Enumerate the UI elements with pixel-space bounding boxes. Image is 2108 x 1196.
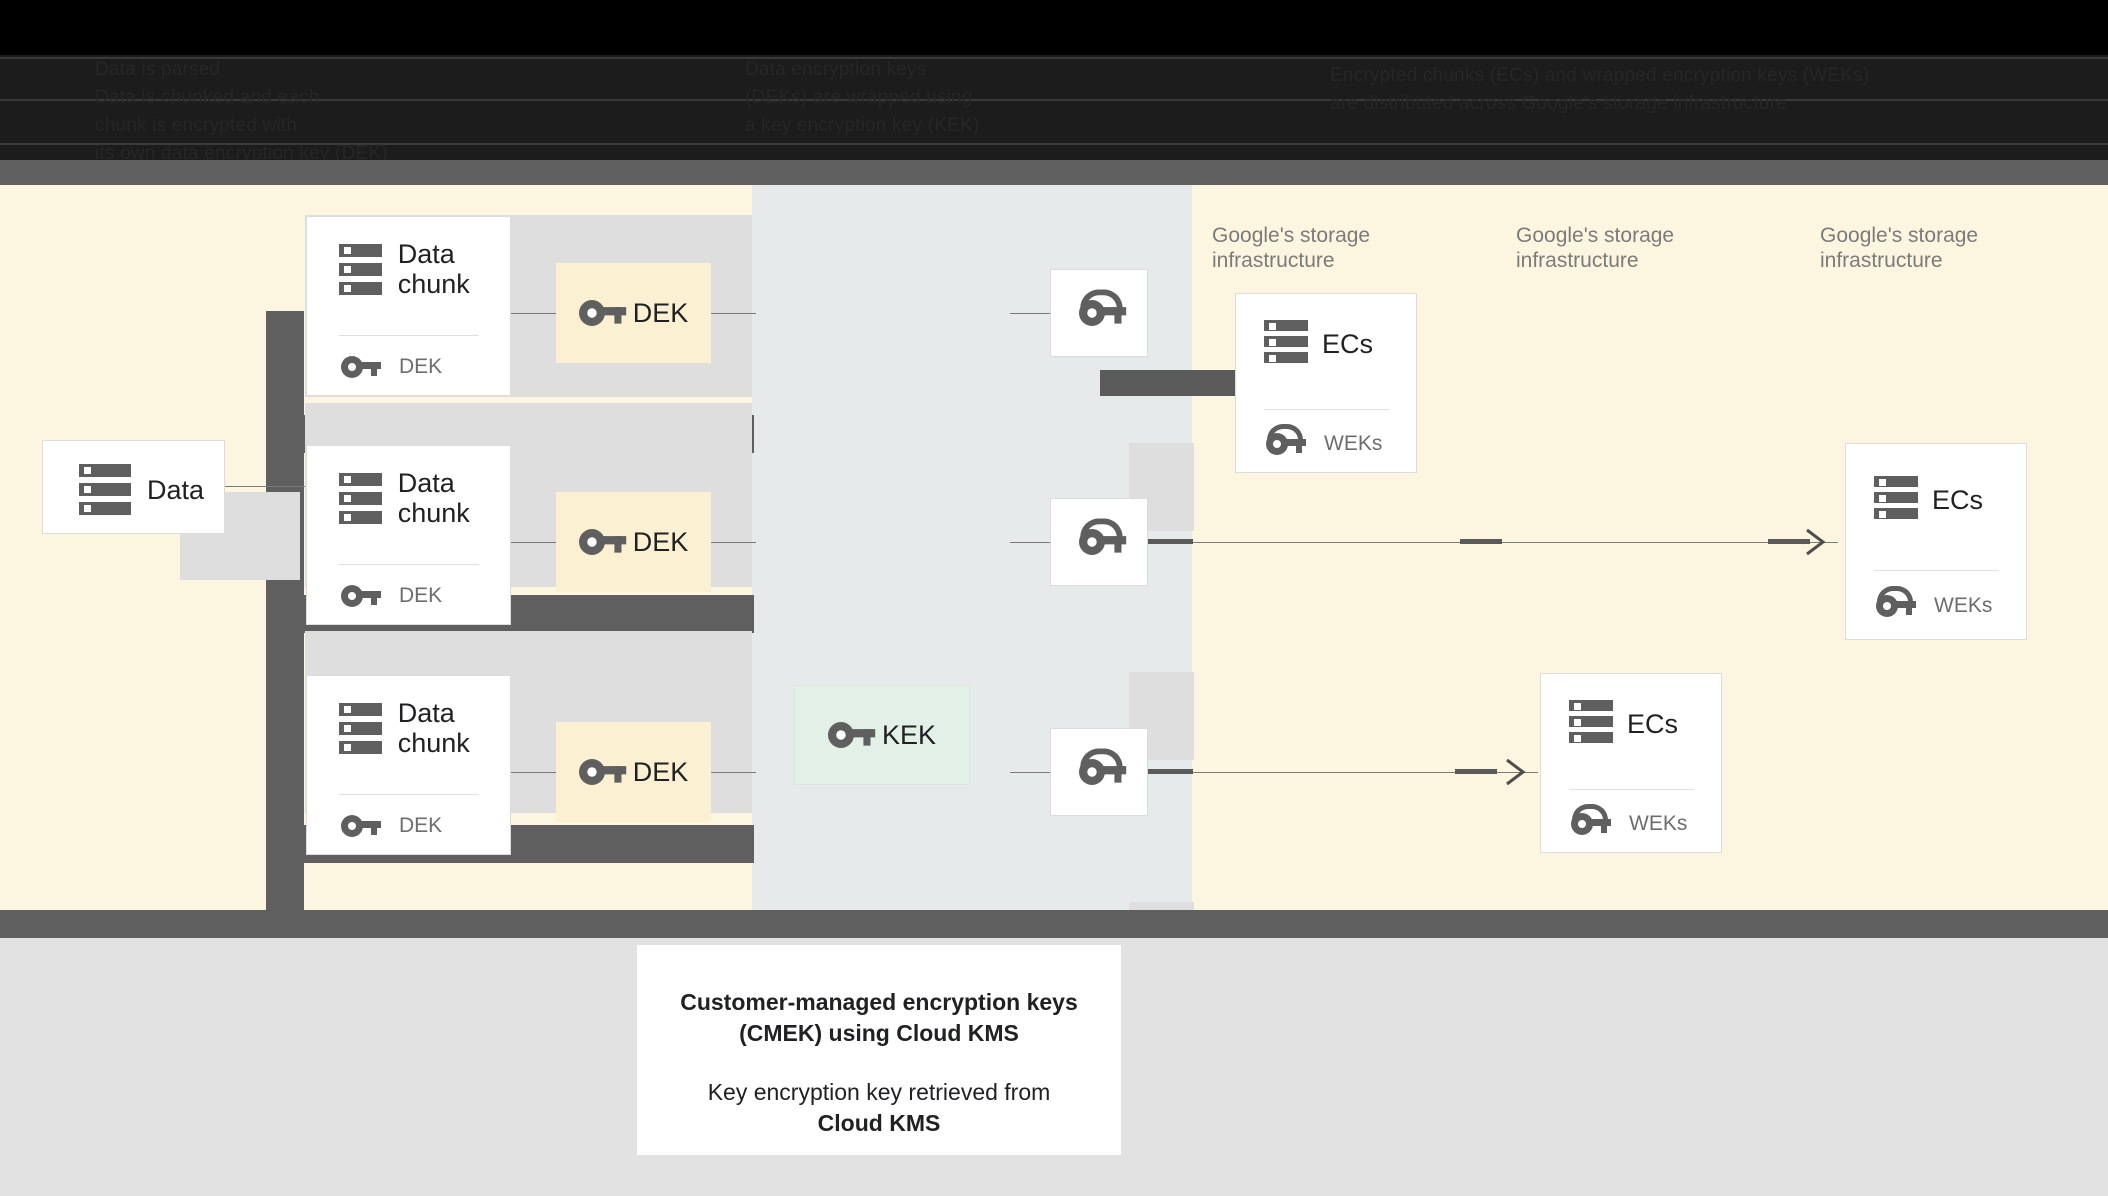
chunk-card-2[interactable]: Data chunk DEK <box>306 445 511 625</box>
chunk-card-key-label: DEK <box>399 814 443 837</box>
bottom-divider-strip <box>0 910 2108 938</box>
source-data-label: Data <box>147 474 205 505</box>
encrypted-chunks-icon <box>1569 700 1613 748</box>
data-stack-icon <box>79 464 131 515</box>
source-data-card[interactable]: Data <box>42 440 225 534</box>
dek-box-3[interactable]: DEK <box>556 722 711 822</box>
wrapped-key-icon <box>1079 289 1127 326</box>
infra-label-1: Google's storage infrastructure <box>1212 224 1371 272</box>
wrapped-key-icon <box>1571 804 1611 835</box>
key-icon <box>341 585 381 607</box>
key-icon <box>578 300 626 326</box>
storage-card-3[interactable]: ECs WEKs <box>1540 673 1722 853</box>
connector-dek2-out <box>711 542 756 543</box>
storage-card-2[interactable]: ECs WEKs <box>1845 443 2027 640</box>
header-column-wrapping: Data encryption keys (DEKs) are wrapped … <box>745 59 980 136</box>
storage-card-1[interactable]: ECs WEKs <box>1235 293 1417 473</box>
wrapped-key-icon <box>1079 518 1127 555</box>
dek-box-label: DEK <box>632 297 689 328</box>
connector-source-to-spine <box>225 486 305 487</box>
data-stack-icon <box>339 472 382 524</box>
chunk-card-title: Data chunk <box>397 468 470 528</box>
encrypted-chunks-icon <box>1874 476 1918 524</box>
data-stack-icon <box>339 702 382 754</box>
connector-chunk3-dek3 <box>511 772 556 773</box>
connector-to-wrapped-key-1 <box>1010 313 1078 314</box>
storage-card-title: ECs <box>1627 709 1679 739</box>
wrapped-key-square-1[interactable] <box>1050 269 1148 357</box>
wrapped-key-square-3[interactable] <box>1050 728 1148 816</box>
connector-chunk1-dek1 <box>511 313 556 314</box>
arrow-seg-3b <box>1455 769 1497 774</box>
chunk-card-key-label: DEK <box>399 355 443 378</box>
arrow-head-3 <box>1506 758 1526 786</box>
key-icon <box>341 815 381 837</box>
dek-box-label: DEK <box>632 756 689 787</box>
encrypted-chunks-icon <box>1264 320 1308 368</box>
header-divider-strip <box>0 160 2108 185</box>
arrow-seg-3a <box>1148 769 1193 774</box>
dek-box-label: DEK <box>632 526 689 557</box>
wrapped-key-icon <box>1876 586 1916 617</box>
connector-dek1-out <box>711 313 756 314</box>
kek-box[interactable]: KEK <box>794 685 970 785</box>
diagram-canvas: Data Data chunk DEK Data chunk <box>0 185 2108 990</box>
chunk-card-3[interactable]: Data chunk DEK <box>306 675 511 855</box>
chunk-card-key-label: DEK <box>399 584 443 607</box>
chunk-card-title: Data chunk <box>397 239 470 299</box>
arrow-line-3 <box>1148 772 1538 773</box>
caption-normal-text: Key encryption key retrieved from <box>707 1079 1051 1105</box>
connector-chunk2-dek2 <box>511 542 556 543</box>
key-icon <box>578 529 626 555</box>
arrow-seg-2c <box>1768 539 1810 544</box>
dek-box-1[interactable]: DEK <box>556 263 711 363</box>
arrow-head-2 <box>1806 528 1826 556</box>
top-black-banner <box>0 0 2108 55</box>
key-icon <box>341 356 381 378</box>
storage-card-key-label: WEKs <box>1324 432 1383 455</box>
connector-to-wrapped-key-2 <box>1010 542 1078 543</box>
data-stack-icon <box>339 243 382 295</box>
connector-to-wrapped-key-3 <box>1010 772 1078 773</box>
arrow-seg-2a <box>1148 539 1193 544</box>
storage-card-title: ECs <box>1932 485 1984 515</box>
wrapped-key-icon <box>1266 424 1306 455</box>
connector-dek3-out <box>711 772 756 773</box>
chunk-card-title: Data chunk <box>397 698 470 758</box>
storage-card-key-label: WEKs <box>1934 594 1993 617</box>
header-column-distribution: Encrypted chunks (ECs) and wrapped encry… <box>1330 65 1870 114</box>
wrapped-key-square-2[interactable] <box>1050 498 1148 586</box>
key-icon <box>578 759 626 785</box>
header-text-band <box>0 55 2108 160</box>
storage-card-key-label: WEKs <box>1629 812 1688 835</box>
caption-normal-line: Key encryption key retrieved from Cloud … <box>667 1077 1091 1139</box>
caption-bold-line: Customer-managed encryption keys (CMEK) … <box>680 989 1078 1046</box>
caption-normal-bold: Cloud KMS <box>817 1110 941 1136</box>
caption-card: Customer-managed encryption keys (CMEK) … <box>637 945 1121 1155</box>
header-column-chunking: Data is parsed Data is chunked and each … <box>95 59 388 164</box>
chunk-card-1[interactable]: Data chunk DEK <box>306 216 511 396</box>
arrow-seg-2b <box>1460 539 1502 544</box>
infra-label-2: Google's storage infrastructure <box>1516 224 1675 272</box>
dek-box-2[interactable]: DEK <box>556 492 711 592</box>
kek-box-label: KEK <box>881 719 937 750</box>
key-icon <box>827 722 876 748</box>
wrapped-key-icon <box>1079 748 1127 785</box>
infra-label-3: Google's storage infrastructure <box>1820 224 1979 272</box>
storage-card-title: ECs <box>1322 329 1374 359</box>
